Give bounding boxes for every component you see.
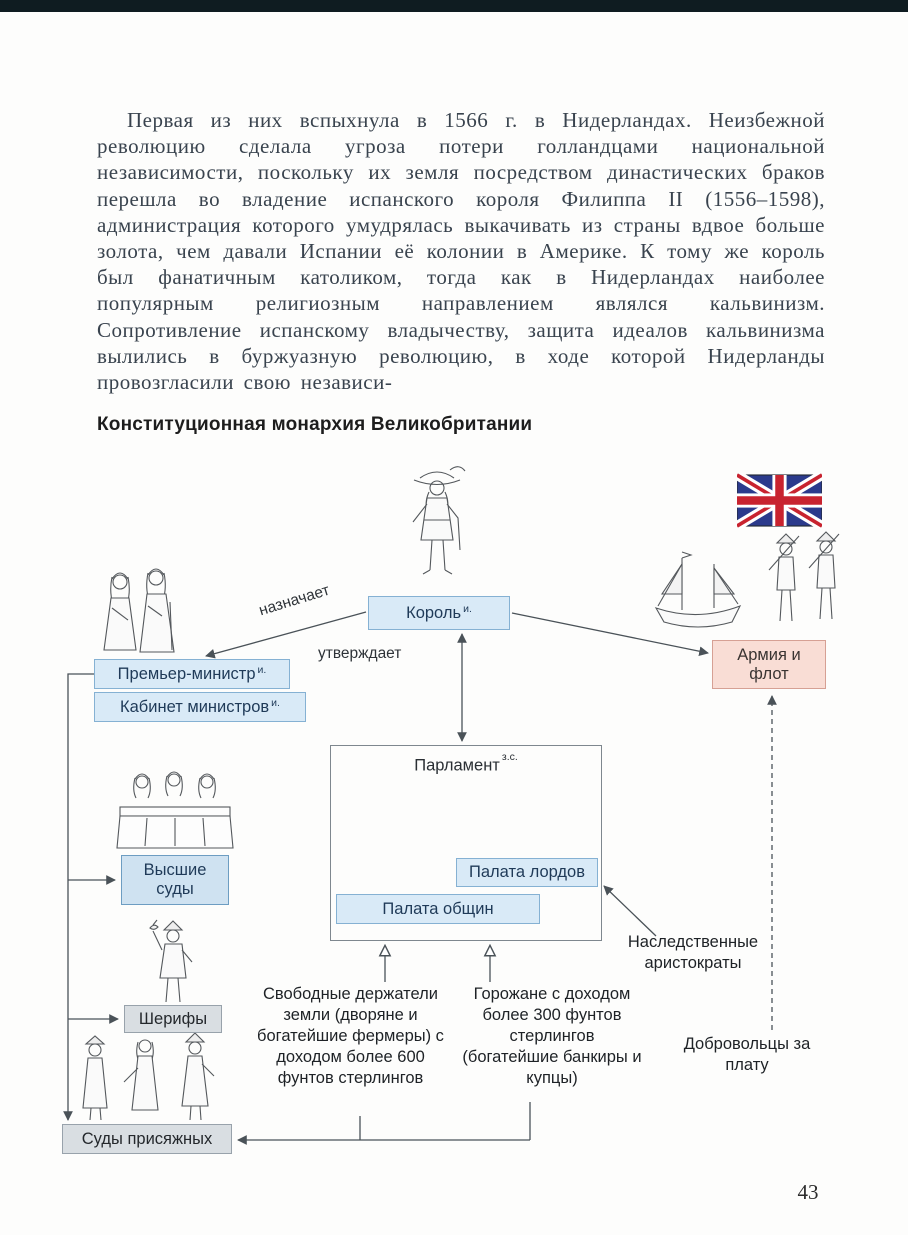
townspeople-note: Горожане с доходом более 300 фунтов стер… bbox=[462, 985, 642, 1087]
hereditary-aristocrats-note: Наследственные аристократы bbox=[627, 933, 759, 972]
parliament-gloss-mark: з.с. bbox=[501, 751, 518, 763]
section-heading: Конституционная монархия Великобритании bbox=[97, 413, 533, 435]
sheriffs-box: Шерифы bbox=[124, 1005, 222, 1033]
ship-illustration bbox=[648, 550, 748, 635]
high-courts-label: Высшие суды bbox=[143, 861, 207, 898]
jury-courts-label: Суды присяжных bbox=[81, 1129, 213, 1148]
high-courts-box: Высшие суды bbox=[121, 855, 229, 905]
appoints-label: назначает bbox=[256, 581, 332, 620]
house-of-lords-box: Палата лордов bbox=[456, 858, 598, 887]
union-jack-flag bbox=[737, 473, 822, 528]
parliament-label: Парламент bbox=[414, 756, 500, 775]
king-gloss-mark: и. bbox=[463, 602, 472, 615]
army-fleet-box: Армия и флот bbox=[712, 640, 826, 689]
house-of-commons-label: Палата общин bbox=[382, 899, 494, 918]
cabinet-label: Кабинет министров bbox=[120, 697, 270, 716]
body-paragraph: Первая из них вспыхнула в 1566 г. в Ниде… bbox=[97, 108, 825, 395]
approves-label: утверждает bbox=[318, 645, 402, 662]
scan-edge bbox=[0, 0, 908, 12]
jury-illustration bbox=[72, 1028, 224, 1122]
freeholders-note: Свободные держатели земли (дворяне и бог… bbox=[257, 985, 444, 1087]
paid-volunteers-note: Добровольцы за плату bbox=[683, 1035, 811, 1074]
king-illustration bbox=[400, 462, 475, 592]
jury-courts-box: Суды присяжных bbox=[62, 1124, 232, 1154]
sheriffs-label: Шерифы bbox=[138, 1009, 208, 1028]
house-of-commons-box: Палата общин bbox=[336, 894, 540, 924]
judges-table-illustration bbox=[112, 762, 238, 854]
soldiers-illustration bbox=[765, 528, 860, 633]
prime-minister-gloss-mark: и. bbox=[257, 663, 267, 676]
king-label: Король bbox=[406, 603, 462, 622]
prime-minister-label: Премьер-министр bbox=[117, 664, 256, 683]
cabinet-gloss-mark: и. bbox=[271, 696, 280, 709]
ministers-illustration bbox=[92, 560, 187, 660]
army-fleet-label: Армия и флот bbox=[737, 645, 801, 683]
sheriff-illustration bbox=[140, 914, 218, 1006]
page-number: 43 bbox=[797, 1180, 819, 1204]
house-of-lords-label: Палата лордов bbox=[469, 863, 585, 881]
